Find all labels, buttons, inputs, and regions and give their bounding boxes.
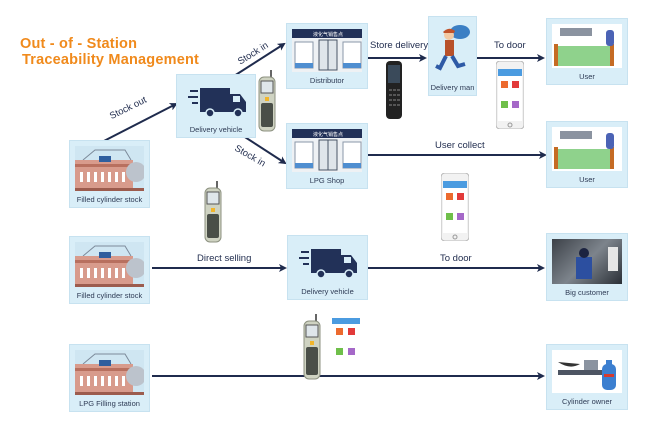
node-user-1: User bbox=[546, 18, 628, 85]
edge-label-to-door-2: To door bbox=[440, 253, 472, 264]
arrow-stock-out bbox=[99, 103, 178, 144]
handheld-scanner-icon bbox=[303, 314, 321, 380]
node-user-2: User bbox=[546, 121, 628, 188]
node-caption: Delivery vehicle bbox=[189, 125, 243, 134]
kitchen-icon bbox=[552, 127, 622, 171]
diagram-title-line2: Traceability Management bbox=[22, 52, 200, 68]
node-filled-cylinder-stock-1: Filled cylinder stock bbox=[69, 140, 150, 208]
truck-icon bbox=[293, 241, 362, 283]
node-big-customer: Big customer bbox=[546, 233, 628, 301]
big-customer-photo bbox=[552, 239, 622, 284]
edge-label-user-collect: User collect bbox=[435, 140, 485, 151]
kitchen-icon bbox=[552, 24, 622, 68]
handheld-scanner-icon bbox=[204, 181, 222, 243]
node-caption: Delivery man bbox=[430, 83, 475, 92]
node-caption: Filled cylinder stock bbox=[76, 291, 143, 300]
stove-cylinder-icon bbox=[552, 350, 622, 393]
diagram-title-line1: Out - of - Station bbox=[20, 36, 138, 52]
shop-sign: 液化气销售点 bbox=[313, 131, 343, 138]
node-caption: User bbox=[579, 72, 595, 81]
truck-icon bbox=[182, 80, 250, 121]
factory-icon bbox=[75, 350, 144, 395]
app-screen-icon bbox=[332, 318, 360, 362]
node-delivery-vehicle-2: Delivery vehicle bbox=[287, 235, 368, 300]
node-filled-cylinder-stock-2: Filled cylinder stock bbox=[69, 236, 150, 304]
factory-icon bbox=[75, 146, 144, 191]
edge-label-to-door-1: To door bbox=[494, 40, 526, 51]
node-caption: LPG Shop bbox=[309, 176, 345, 185]
node-caption: User bbox=[579, 175, 595, 184]
smartphone-app-icon bbox=[440, 172, 470, 242]
node-caption: Big customer bbox=[565, 288, 609, 297]
smartphone-app-icon bbox=[495, 60, 525, 130]
node-cylinder-owner: Cylinder owner bbox=[546, 344, 628, 410]
pda-terminal-icon bbox=[386, 61, 402, 119]
edge-label-store-delivery: Store delivery bbox=[370, 40, 429, 51]
node-delivery-man: Delivery man bbox=[428, 16, 477, 96]
node-lpg-filling-station: LPG Filling station bbox=[69, 344, 150, 412]
node-caption: Distributor bbox=[309, 76, 345, 85]
node-caption: Cylinder owner bbox=[561, 397, 613, 406]
node-caption: LPG Filling station bbox=[79, 399, 140, 408]
storefront-icon: 液化气销售点 bbox=[292, 29, 362, 72]
node-lpg-shop: 液化气销售点 LPG Shop bbox=[286, 123, 368, 189]
delivery-man-icon bbox=[432, 22, 473, 79]
factory-icon bbox=[75, 242, 144, 287]
node-caption: Filled cylinder stock bbox=[76, 195, 143, 204]
arrow-stock-in-distributor bbox=[233, 42, 286, 77]
edge-label-direct-selling: Direct selling bbox=[197, 253, 252, 264]
storefront-icon: 液化气销售点 bbox=[292, 129, 362, 172]
node-caption: Delivery vehicle bbox=[301, 287, 354, 296]
node-delivery-vehicle-1: Delivery vehicle bbox=[176, 74, 256, 138]
shop-sign: 液化气销售点 bbox=[313, 31, 343, 38]
handheld-scanner-icon bbox=[258, 70, 276, 132]
node-distributor: 液化气销售点 Distributor bbox=[286, 23, 368, 89]
